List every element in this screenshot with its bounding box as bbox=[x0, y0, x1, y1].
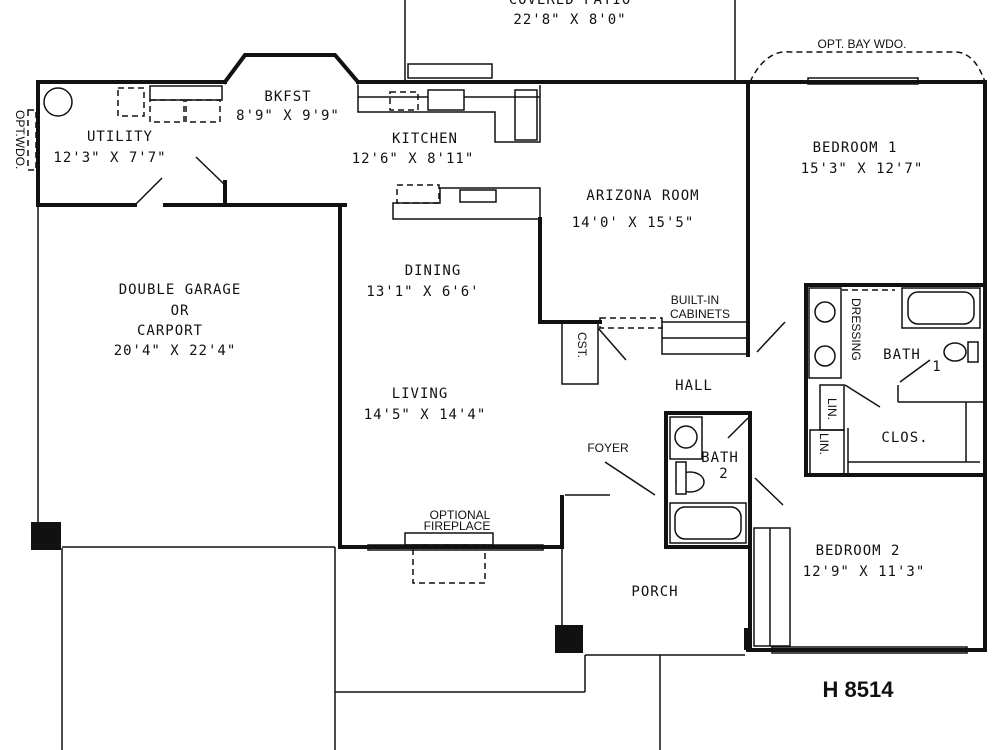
covered-patio-size: 22'8" X 8'0" bbox=[513, 12, 626, 28]
kitchen-area: BKFST 8'9" X 9'9" KITCHEN 12'6" X 8'11" bbox=[236, 63, 541, 220]
master-bath: DRESSING BATH 1 LIN. LIN. CLOS. bbox=[804, 283, 987, 477]
toilet-1-icon bbox=[943, 342, 967, 362]
living-size: 14'5" X 14'4" bbox=[364, 407, 487, 423]
utility-room: OPT.WDO. UTILITY 12'3" X 7'7" bbox=[13, 85, 226, 206]
bkfst-size: 8'9" X 9'9" bbox=[236, 108, 340, 124]
bathtub-2-icon bbox=[669, 502, 747, 544]
garage-name-line1: DOUBLE GARAGE bbox=[119, 282, 242, 298]
foyer-label: FOYER bbox=[587, 441, 629, 455]
porch: PORCH bbox=[561, 547, 751, 628]
bedroom-1: OPT. BAY WDO. BEDROOM 1 15'3" X 12'7" bbox=[749, 37, 986, 177]
covered-patio-name: COVERED PATIO bbox=[509, 0, 632, 8]
porch-label: PORCH bbox=[631, 584, 678, 600]
sink-icon bbox=[427, 89, 465, 111]
bath1-number: 1 bbox=[932, 359, 941, 375]
exterior-walls bbox=[36, 53, 987, 652]
dining-name: DINING bbox=[405, 263, 462, 279]
lin2-label: LIN. bbox=[817, 433, 831, 455]
dressing-label: DRESSING bbox=[849, 298, 863, 361]
walkways bbox=[335, 625, 752, 750]
utility-name: UTILITY bbox=[87, 129, 153, 145]
opt-wdo-label: OPT.WDO. bbox=[13, 110, 27, 169]
water-heater-icon bbox=[43, 87, 73, 117]
dining-size: 13'1" X 6'6' bbox=[366, 284, 479, 300]
opt-fp-line2: FIREPLACE bbox=[424, 519, 491, 533]
arizona-room-name: ARIZONA ROOM bbox=[586, 188, 699, 204]
built-in-line1: BUILT-IN bbox=[671, 293, 719, 307]
bath1-label: BATH bbox=[883, 347, 921, 363]
clos-label: CLOS. bbox=[881, 430, 928, 446]
bath2-number: 2 bbox=[719, 466, 728, 482]
garage-column bbox=[31, 522, 61, 550]
built-in-line2: CABINETS bbox=[670, 307, 730, 321]
sink-2-icon bbox=[674, 425, 698, 449]
living-name: LIVING bbox=[392, 386, 449, 402]
living-dining: DINING 13'1" X 6'6' LIVING 14'5" X 14'4"… bbox=[364, 263, 544, 584]
utility-size: 12'3" X 7'7" bbox=[53, 150, 166, 166]
bath2-label: BATH bbox=[701, 450, 739, 466]
kitchen-name: KITCHEN bbox=[392, 131, 458, 147]
bedroom-2: BEDROOM 2 12'9" X 11'3" bbox=[748, 413, 968, 654]
bedroom1-name: BEDROOM 1 bbox=[813, 140, 898, 156]
kitchen-size: 12'6" X 8'11" bbox=[352, 151, 475, 167]
garage-name-line2: OR bbox=[171, 303, 190, 319]
arizona-room: ARIZONA ROOM 14'0' X 15'5" BUILT-IN CABI… bbox=[538, 80, 786, 357]
bath-2: FOYER BATH 2 bbox=[560, 411, 752, 549]
lin1-label: LIN. bbox=[825, 398, 839, 420]
bedroom2-size: 12'9" X 11'3" bbox=[803, 564, 926, 580]
garage-size: 20'4" X 22'4" bbox=[114, 343, 237, 359]
plan-number: H 8514 bbox=[823, 677, 895, 702]
bedroom1-size: 15'3" X 12'7" bbox=[801, 161, 924, 177]
bathtub-1-icon bbox=[901, 287, 981, 329]
hall-label: HALL bbox=[675, 378, 713, 394]
bedroom2-name: BEDROOM 2 bbox=[816, 543, 901, 559]
opt-bay-wdo-label: OPT. BAY WDO. bbox=[818, 37, 907, 51]
cst-label: CST. bbox=[575, 332, 589, 358]
porch-column bbox=[555, 625, 583, 653]
covered-patio: COVERED PATIO 22'8" X 8'0" bbox=[404, 0, 736, 80]
garage-area: DOUBLE GARAGE OR CARPORT 20'4" X 22'4" bbox=[31, 205, 336, 750]
arizona-room-size: 14'0' X 15'5" bbox=[572, 215, 695, 231]
opt-fp-line1: OPTIONAL bbox=[430, 508, 491, 522]
garage-name-line3: CARPORT bbox=[137, 323, 203, 339]
hall-area: CST. HALL bbox=[561, 321, 713, 394]
bkfst-name: BKFST bbox=[264, 89, 311, 105]
